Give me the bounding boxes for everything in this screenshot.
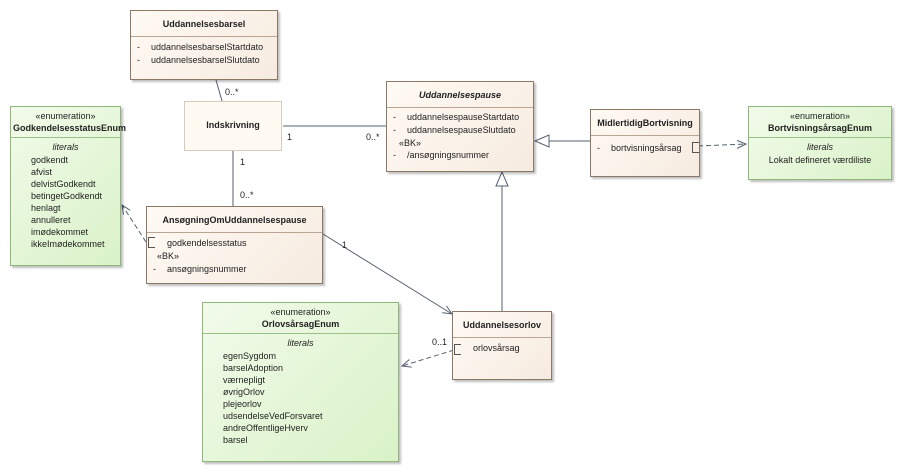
class-ansogning-om-uddannelsespause[interactable]: AnsøgningOmUddannelsespause godkendelses…: [146, 206, 323, 284]
enum-literal: udsendelseVedForsvaret: [223, 411, 323, 421]
enum-name: BortvisningsårsagEnum: [767, 123, 873, 133]
dep-ansogning-godkendelse: [122, 205, 147, 243]
multiplicity-barsel-indskrivning: 0..*: [225, 87, 239, 97]
attribute: -uddannelsesbarselStartdato: [137, 42, 264, 52]
enum-header: «enumeration» OrlovsårsagEnum: [203, 303, 398, 334]
attribute: -bortvisningsårsag: [597, 143, 682, 153]
enum-stereotype: «enumeration»: [35, 111, 96, 121]
enum-literal: henlagt: [31, 203, 61, 213]
enum-literal: Lokalt defineret værdiliste: [768, 155, 872, 165]
enum-literal: delvistGodkendt: [31, 179, 96, 189]
generalization-bortvisning-head: [533, 134, 550, 148]
literals-label: literals: [52, 142, 79, 152]
enum-literal: annulleret: [31, 215, 71, 225]
enum-literal: ikkeImødekommet: [31, 239, 105, 249]
multiplicity-indskrivning-ansogning-dst: 0..*: [240, 190, 254, 200]
attribute: -uddannelsespauseStartdato: [393, 112, 520, 122]
multiplicity-indskrivning-pause-src: 1: [287, 132, 293, 142]
class-uddannelsesbarsel[interactable]: Uddannelsesbarsel -uddannelsesbarselStar…: [130, 10, 278, 80]
enum-literal: barselAdoption: [223, 363, 284, 373]
enum-bortvisningsarsag[interactable]: «enumeration» BortvisningsårsagEnum lite…: [748, 106, 892, 180]
enum-godkendelsesstatus[interactable]: «enumeration» GodkendelsesstatusEnum lit…: [10, 106, 126, 266]
class-uddannelsesorlov[interactable]: Uddannelsesorlov orlovsårsag: [452, 311, 552, 380]
attribute-port: [454, 344, 461, 355]
enum-stereotype: «enumeration»: [270, 307, 331, 317]
attribute-bk: -/ansøgningsnummer: [393, 150, 490, 160]
enum-header: «enumeration» GodkendelsesstatusEnum: [11, 107, 126, 138]
multiplicity-indskrivning-pause-dst: 0..*: [366, 132, 380, 142]
class-name: MidlertidigBortvisning: [591, 110, 699, 136]
attribute: -uddannelsespauseSlutdato: [393, 125, 516, 135]
dep-bortvisning-enum: [697, 144, 746, 146]
attribute-port: [692, 142, 699, 153]
class-name: Indskrivning: [206, 120, 260, 130]
enum-literal: imødekommet: [31, 227, 89, 237]
generalization-orlov-head: [495, 170, 509, 187]
enum-literal: øvrigOrlov: [223, 387, 265, 397]
attribute: orlovsårsag: [473, 343, 520, 353]
enum-name: OrlovsårsagEnum: [261, 319, 340, 329]
enum-literal: værnepligt: [223, 375, 266, 385]
multiplicity-ansogning-orlov: 1: [342, 240, 348, 250]
assoc-barsel-indskrivning: [215, 79, 223, 102]
class-name: Uddannelsespause: [387, 82, 533, 108]
class-uddannelsespause[interactable]: Uddannelsespause -uddannelsespauseStartd…: [386, 81, 534, 172]
enum-literal: egenSygdom: [223, 351, 277, 361]
class-name: AnsøgningOmUddannelsespause: [147, 207, 322, 233]
enum-literal: betingetGodkendt: [31, 191, 103, 201]
class-midlertidig-bortvisning[interactable]: MidlertidigBortvisning -bortvisningsårsa…: [590, 109, 700, 177]
enum-literal: barsel: [223, 435, 248, 445]
stereotype-bk: «BK»: [399, 138, 422, 148]
attribute-bk: -ansøgningsnummer: [153, 264, 247, 274]
multiplicity-indskrivning-ansogning-src: 1: [240, 157, 246, 167]
literals-label: literals: [287, 338, 314, 348]
enum-literal: afvist: [31, 167, 53, 177]
enum-stereotype: «enumeration»: [789, 111, 851, 121]
stereotype-bk: «BK»: [157, 251, 180, 261]
class-name: Uddannelsesbarsel: [131, 11, 277, 37]
literals-label: literals: [806, 142, 833, 152]
class-indskrivning[interactable]: Indskrivning: [184, 101, 282, 151]
dep-orlov-enum: [402, 349, 455, 366]
multiplicity-orlov-enum: 0..1: [432, 337, 448, 347]
enum-orlovsarsag[interactable]: «enumeration» OrlovsårsagEnum literals e…: [202, 302, 399, 462]
attribute: -uddannelsesbarselSlutdato: [137, 55, 260, 65]
attribute: godkendelsesstatus: [167, 238, 247, 248]
enum-name: GodkendelsesstatusEnum: [13, 123, 127, 133]
enum-literal: plejeorlov: [223, 399, 262, 409]
enum-header: «enumeration» BortvisningsårsagEnum: [749, 107, 891, 138]
attribute-port: [148, 237, 155, 248]
assoc-ansogning-orlov: [322, 233, 452, 314]
enum-literal: godkendt: [31, 155, 69, 165]
class-name: Uddannelsesorlov: [453, 312, 551, 338]
enum-literal: andreOffentligeHverv: [223, 423, 308, 433]
